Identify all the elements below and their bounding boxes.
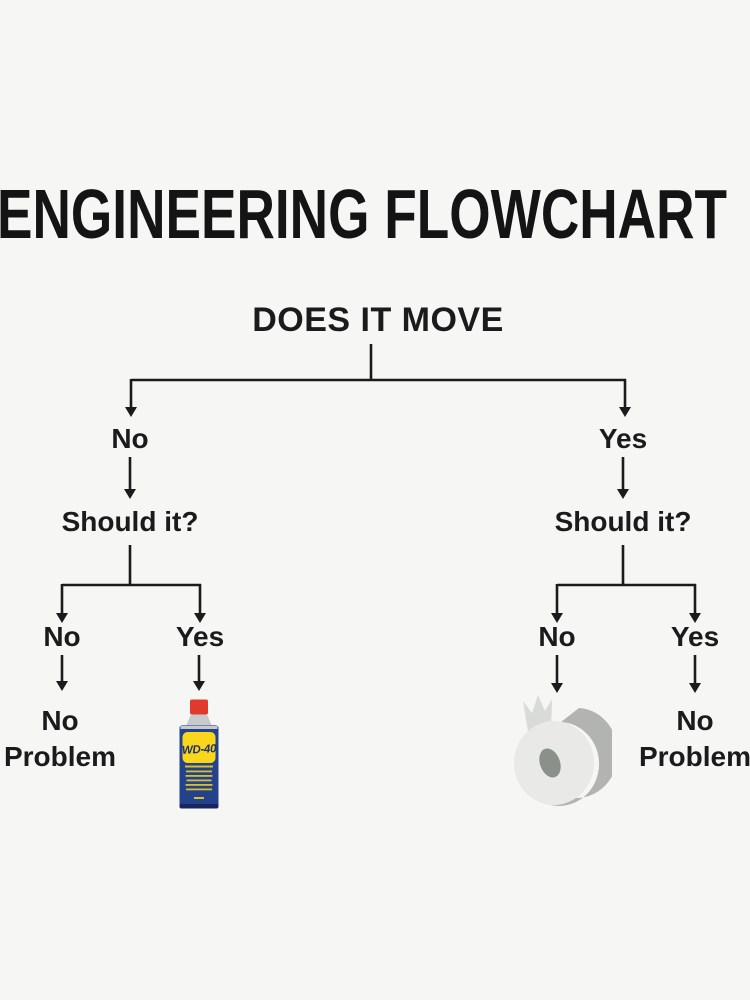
tape-side [547,708,612,806]
root-question: DOES IT MOVE [252,301,504,339]
wd40-cap [190,699,208,715]
wd40-fine-print [185,765,213,799]
connector-lines [60,344,697,683]
tape-hole [539,748,561,778]
right-yes-label: Yes [670,621,720,652]
right-should-it-question: Should it? [554,506,692,537]
wd40-shoulder [186,714,212,726]
wd40-can-icon: WD-40 [179,699,219,809]
wd40-shield [182,732,216,763]
page-title: ENGINEERING FLOWCHART [0,175,728,253]
outcome-line: No [41,705,79,736]
right-no-label: No [538,621,576,652]
wd40-bottom-rim [179,804,219,809]
wd40-brand-text: WD-40 [182,743,218,757]
left-no-label: No [43,621,81,652]
left-should-it-question: Should it? [61,506,199,537]
outcome-line: No [676,705,714,736]
wd40-top-band [180,725,218,729]
outcome-line: Problem [3,741,117,772]
left-yes-label: Yes [175,621,225,652]
duct-tape-icon [514,695,612,806]
right-no-problem-outcome: No Problem [639,703,750,775]
left-no-problem-outcome: No Problem [4,703,116,775]
branch-yes-label: Yes [598,423,648,454]
outcome-line: Problem [638,741,750,772]
branch-no-label: No [111,423,149,454]
